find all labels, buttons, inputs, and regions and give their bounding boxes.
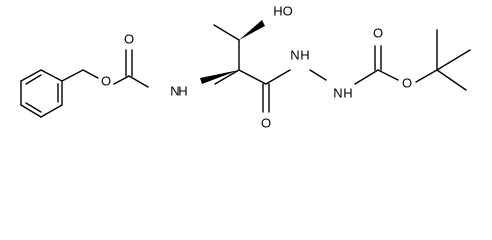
atom-n-hydrazide-1-h: H — [300, 47, 309, 62]
atom-o-ester-right: O — [402, 75, 412, 90]
molecule-diagram: O O N H HO O N H N H O O — [20, 3, 471, 130]
structure-canvas: O O N H HO O N H N H O O — [20, 3, 471, 130]
atom-o-carbonyl-left: O — [124, 31, 134, 46]
benzene-ring — [20, 69, 63, 118]
atom-n-amide: N — [170, 83, 179, 98]
atom-n-hydrazide-2-h: H — [343, 85, 352, 100]
atom-o-hydroxyl: HO — [273, 3, 293, 18]
atom-o-carbonyl-right: O — [373, 25, 383, 40]
atom-o-ester-left: O — [101, 73, 111, 88]
atom-n-amide-h: H — [178, 83, 187, 98]
threonine-backbone — [200, 20, 291, 113]
cbz-chain — [61, 49, 149, 88]
atom-n-hydrazide-2: N — [333, 85, 342, 100]
atom-o-carbonyl-mid: O — [261, 115, 271, 130]
boc-hydrazide — [309, 29, 471, 91]
atom-n-hydrazide-1: N — [290, 47, 299, 62]
atom-labels: O O N H HO O N H N H O O — [101, 3, 412, 130]
